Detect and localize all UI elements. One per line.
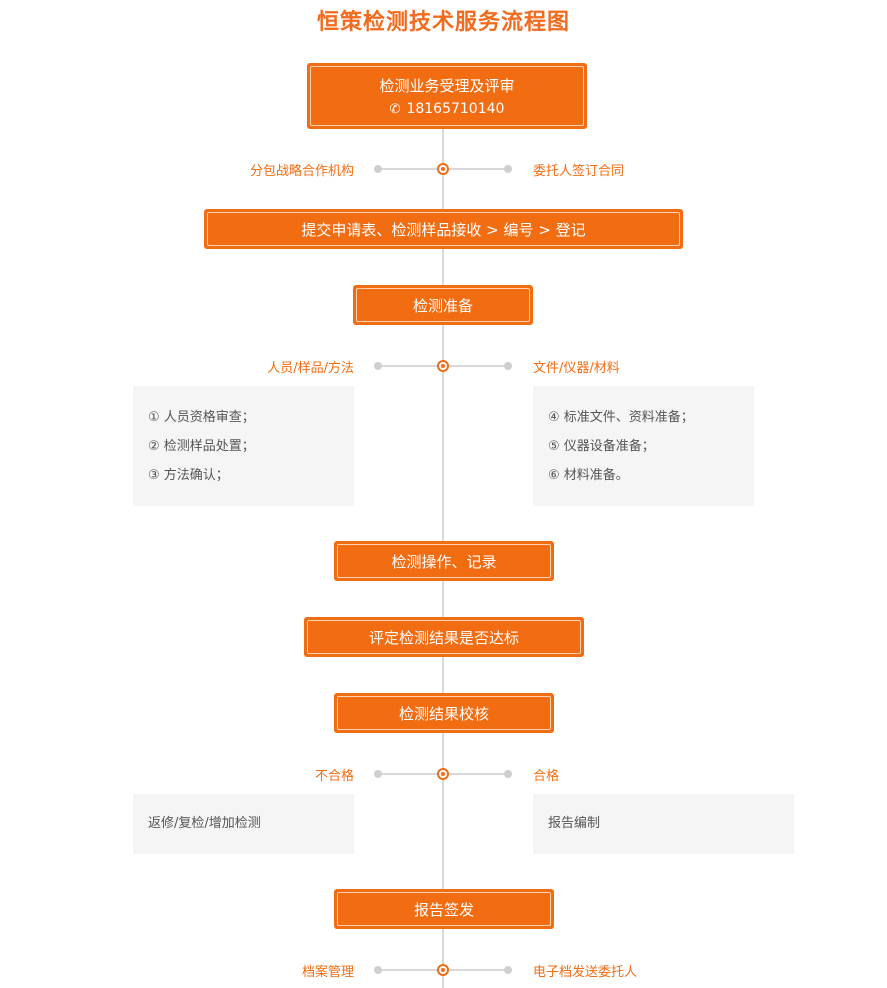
panel-item: ③ 方法确认； (148, 468, 229, 483)
phone-icon: ✆ (389, 101, 401, 117)
panel-item: ⑥ 材料准备。 (548, 468, 629, 483)
branch-node (437, 964, 449, 976)
step-test-operation: 检测操作、记录 (334, 541, 554, 581)
branch-node (437, 163, 449, 175)
branch-dot-left (374, 770, 382, 778)
panel-item: ② 检测样品处置； (148, 439, 255, 454)
branch-dot-right (504, 966, 512, 974)
panel-item: ⑤ 仪器设备准备； (548, 439, 655, 454)
branch-dot-left (374, 362, 382, 370)
step-sample-receipt-label: 提交申请表、检测样品接收 > 编号 > 登记 (301, 220, 586, 239)
step-sample-receipt: 提交申请表、检测样品接收 > 编号 > 登记 (204, 209, 683, 249)
branch-label-personnel: 人员/样品/方法 (267, 361, 354, 376)
branch-label-fail: 不合格 (314, 769, 354, 784)
step-test-preparation-label: 检测准备 (412, 296, 473, 315)
branch-dot-right (504, 165, 512, 173)
panel-item: ④ 标准文件、资料准备； (548, 410, 694, 425)
page-title: 恒策检测技术服务流程图 (316, 10, 570, 35)
branch-dot-right (504, 770, 512, 778)
branch-label-documents: 文件/仪器/材料 (533, 361, 620, 376)
branch-label-send-electronic: 电子档发送委托人 (533, 965, 638, 980)
panel-prep-right: ④ 标准文件、资料准备； ⑤ 仪器设备准备； ⑥ 材料准备。 (533, 386, 754, 506)
branch-node (437, 768, 449, 780)
panel-item: ① 人员资格审查； (148, 410, 255, 425)
step-acceptance-review-label: 检测业务受理及评审 (379, 77, 515, 95)
phone-row: ✆ 18165710140 (390, 101, 505, 117)
step-result-check: 检测结果校核 (334, 693, 554, 733)
panel-prep-left: ① 人员资格审查； ② 检测样品处置； ③ 方法确认； (133, 386, 354, 506)
branch-node (437, 360, 449, 372)
step-report-issue-label: 报告签发 (413, 900, 474, 919)
branch-dot-right (504, 362, 512, 370)
panel-pass: 报告编制 (533, 794, 794, 854)
branch-label-pass: 合格 (533, 769, 560, 784)
step-acceptance-review: 检测业务受理及评审 ✆ 18165710140 (307, 63, 587, 129)
step-test-operation-label: 检测操作、记录 (391, 552, 497, 571)
branch-label-archive: 档案管理 (301, 965, 354, 980)
step-result-check-label: 检测结果校核 (398, 704, 489, 723)
step-result-evaluation-label: 评定检测结果是否达标 (368, 628, 519, 647)
step-test-preparation: 检测准备 (353, 285, 533, 325)
panel-item: 返修/复检/增加检测 (148, 816, 261, 831)
panel-item: 报告编制 (548, 816, 601, 831)
branch-dot-left (374, 966, 382, 974)
panel-fail: 返修/复检/增加检测 (133, 794, 354, 854)
branch-label-sign-contract: 委托人签订合同 (533, 164, 625, 179)
branch-label-subcontract: 分包战略合作机构 (249, 164, 354, 179)
step-result-evaluation: 评定检测结果是否达标 (304, 617, 584, 657)
branch-dot-left (374, 165, 382, 173)
step-report-issue: 报告签发 (334, 889, 554, 929)
phone-number: 18165710140 (406, 101, 505, 117)
